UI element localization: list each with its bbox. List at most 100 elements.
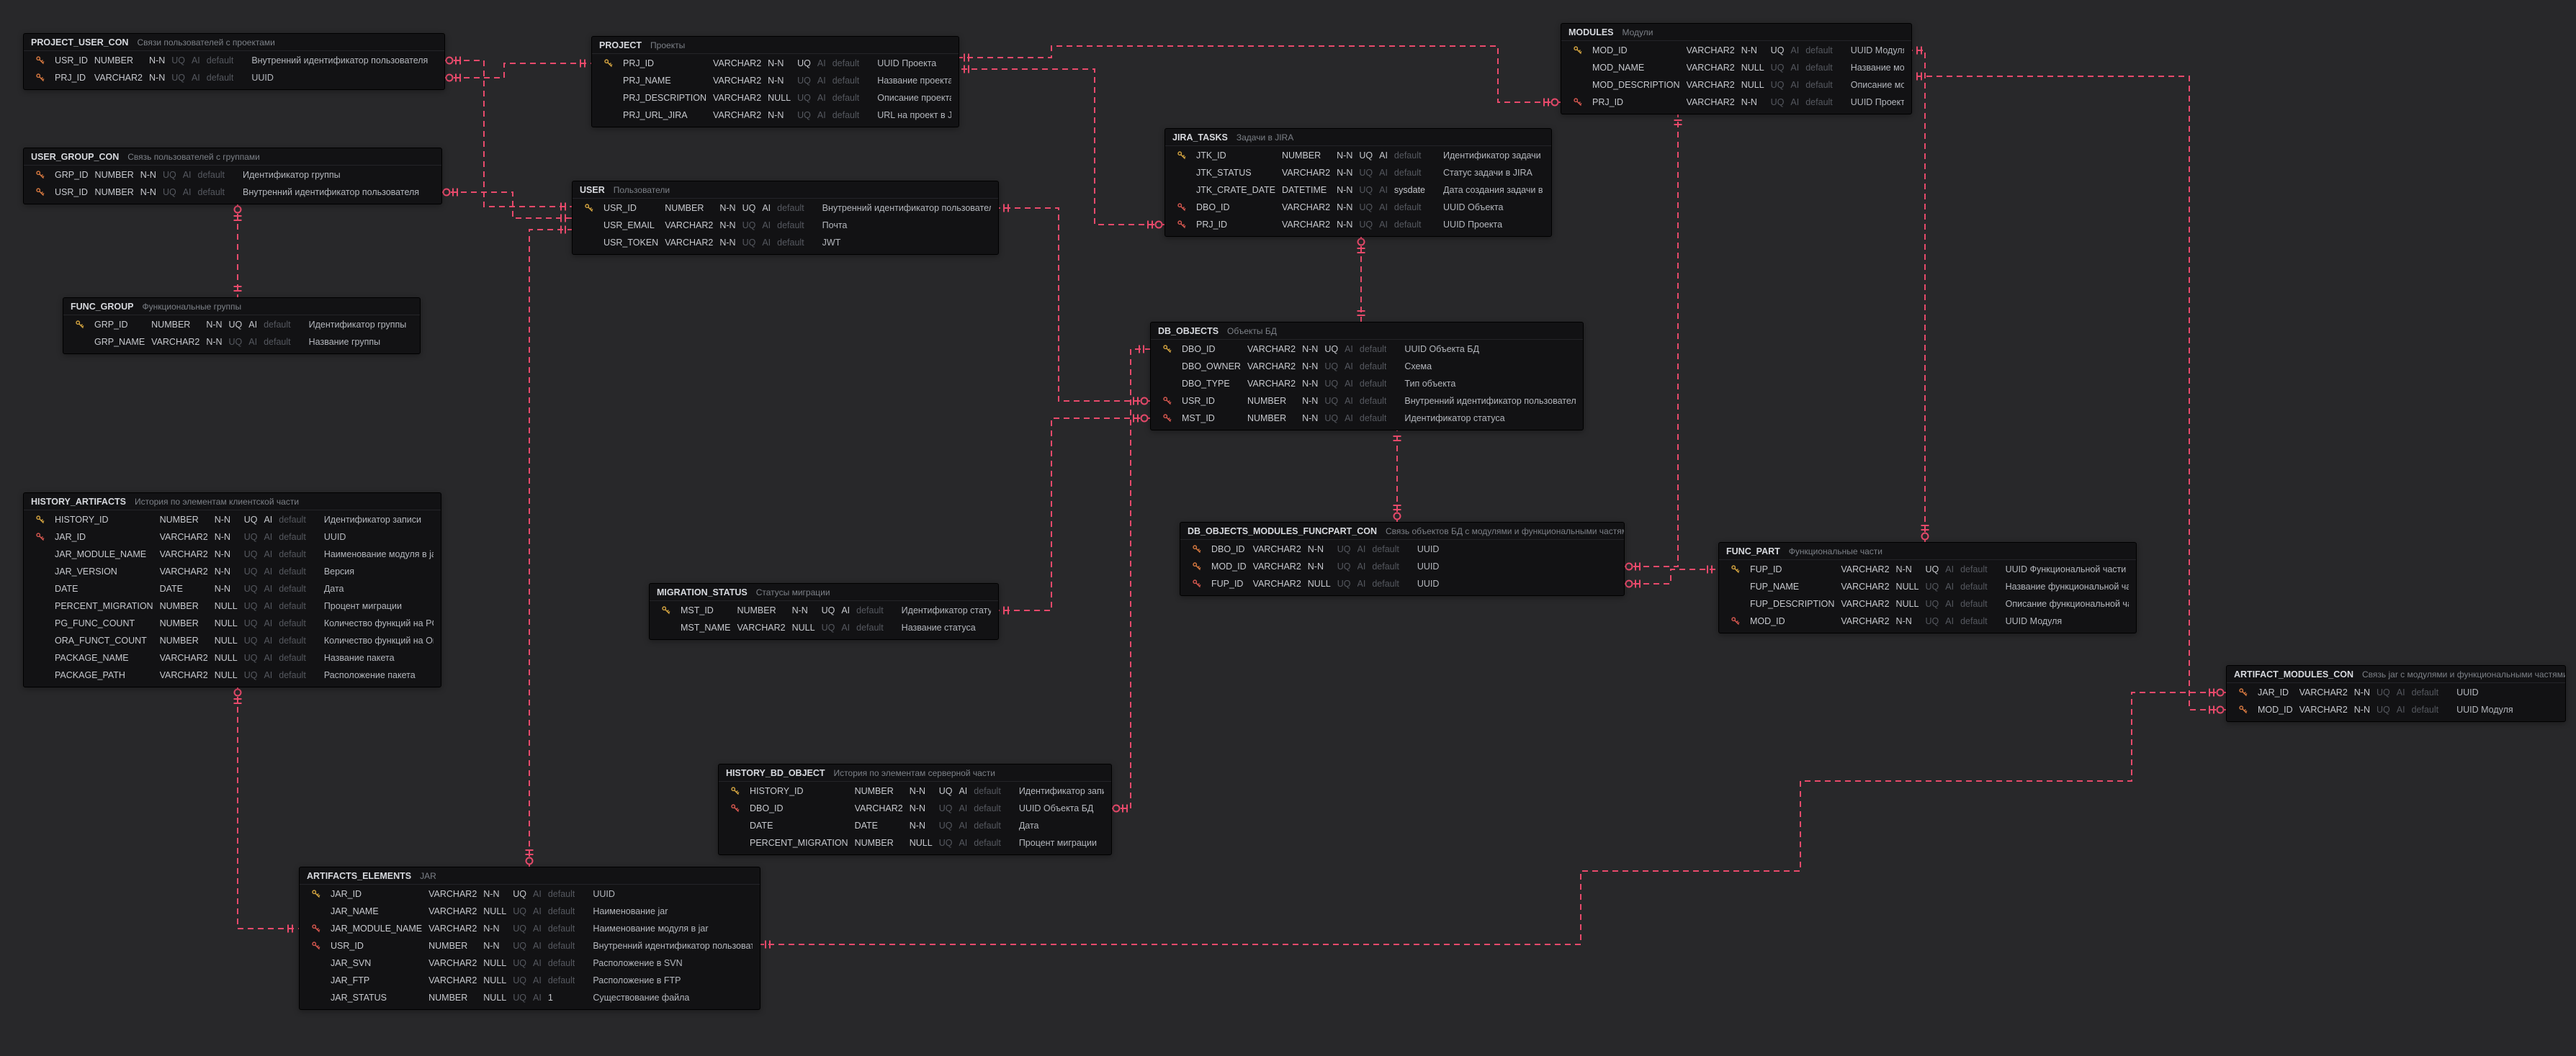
relationship-db-objects-modules-funcpart-con-fup-id[interactable] — [1623, 565, 1718, 588]
relationship-project-user-con-prj-id[interactable] — [444, 59, 591, 82]
autoincrement-flag: AI — [1790, 45, 1800, 55]
relationship-history-artifacts-jar-id[interactable] — [233, 687, 300, 933]
column-comment: Расположение в SVN — [593, 958, 683, 968]
autoincrement-flag: AI — [959, 838, 968, 848]
column-comment: Дата — [1018, 821, 1039, 831]
relationship-func-part-mod-id[interactable] — [1911, 46, 1929, 543]
relationship-artifact-modules-con-jar-id[interactable] — [759, 688, 2226, 949]
default-value: default — [974, 803, 1001, 813]
default-value: default — [2411, 687, 2439, 698]
column-type: VARCHAR2 — [854, 803, 903, 813]
default-value: default — [264, 320, 291, 330]
column-type: VARCHAR2 — [428, 924, 477, 934]
default-value: default — [1372, 579, 1399, 589]
column-comment: Идентификатор задачи в JIRA — [1443, 150, 1544, 161]
column-nullability: N-N — [214, 532, 230, 542]
column-type: VARCHAR2 — [1841, 599, 1890, 609]
relationship-jira-tasks-dbo-id[interactable] — [1357, 236, 1365, 322]
relationship-project-user-con-usr-id[interactable] — [444, 56, 572, 211]
column-type: VARCHAR2 — [428, 889, 477, 899]
no-key-icon — [31, 563, 48, 580]
unique-flag: UQ — [797, 58, 811, 68]
relationship-artifacts-elements-usr-id[interactable] — [525, 225, 573, 867]
column-type: VARCHAR2 — [665, 220, 714, 230]
column-comment: Идентификатор группы — [243, 170, 341, 180]
column-nullability: NULL — [214, 636, 238, 646]
relationship-user-group-con-usr-id[interactable] — [441, 188, 572, 222]
unique-flag: UQ — [821, 605, 835, 615]
default-value: default — [1960, 582, 1988, 592]
unique-flag: UQ — [1770, 63, 1785, 73]
column-comment: Количество функций на Oracle — [323, 636, 434, 646]
column-nullability: N-N — [909, 803, 925, 813]
default-value: default — [1359, 361, 1387, 371]
primary-foreign-key-icon — [31, 69, 48, 86]
column-name: DBO_OWNER — [1182, 361, 1241, 371]
relationship-db-objects-mst-id[interactable] — [997, 414, 1150, 615]
autoincrement-flag: AI — [1379, 150, 1388, 161]
autoincrement-flag: AI — [248, 320, 258, 330]
unique-flag: UQ — [797, 110, 811, 120]
column-comment: Наименование модуля в jar — [323, 549, 434, 559]
no-key-icon — [726, 817, 743, 834]
relationship-artifact-modules-con-mod-id[interactable] — [1911, 72, 2226, 714]
column-type: VARCHAR2 — [1247, 344, 1296, 354]
unique-flag: UQ — [243, 636, 258, 646]
no-key-icon — [31, 667, 48, 684]
unique-flag: UQ — [797, 76, 811, 86]
unique-flag: UQ — [243, 618, 258, 628]
column-comment: Внутренний идентификатор пользователя — [822, 203, 991, 213]
column-name: MOD_ID — [1592, 45, 1628, 55]
autoincrement-flag: AI — [1379, 220, 1388, 230]
relationship-user-group-con-grp-id[interactable] — [233, 204, 242, 297]
relationship-db-objects-modules-funcpart-con-dbo-id[interactable] — [1393, 430, 1401, 522]
column-nullability: N-N — [719, 238, 736, 248]
relationship-modules-prj-id[interactable] — [958, 45, 1561, 107]
table-name: JIRA_TASKS — [1172, 132, 1228, 143]
autoincrement-flag: AI — [2396, 687, 2405, 698]
relationship-history-bd-object-dbo-id[interactable] — [1110, 345, 1150, 813]
column-nullability: N-N — [214, 515, 230, 525]
column-type: NUMBER — [159, 636, 199, 646]
relationship-jira-tasks-prj-id[interactable] — [958, 65, 1164, 229]
column-name: PRJ_ID — [623, 58, 655, 68]
default-value: 1 — [547, 993, 553, 1003]
default-value: default — [2411, 705, 2439, 715]
relationship-db-objects-usr-id[interactable] — [997, 204, 1150, 405]
column-type: VARCHAR2 — [159, 670, 208, 680]
relationship-db-objects-modules-funcpart-con-mod-id[interactable] — [1623, 114, 1682, 571]
column-name: MOD_ID — [2258, 705, 2293, 715]
